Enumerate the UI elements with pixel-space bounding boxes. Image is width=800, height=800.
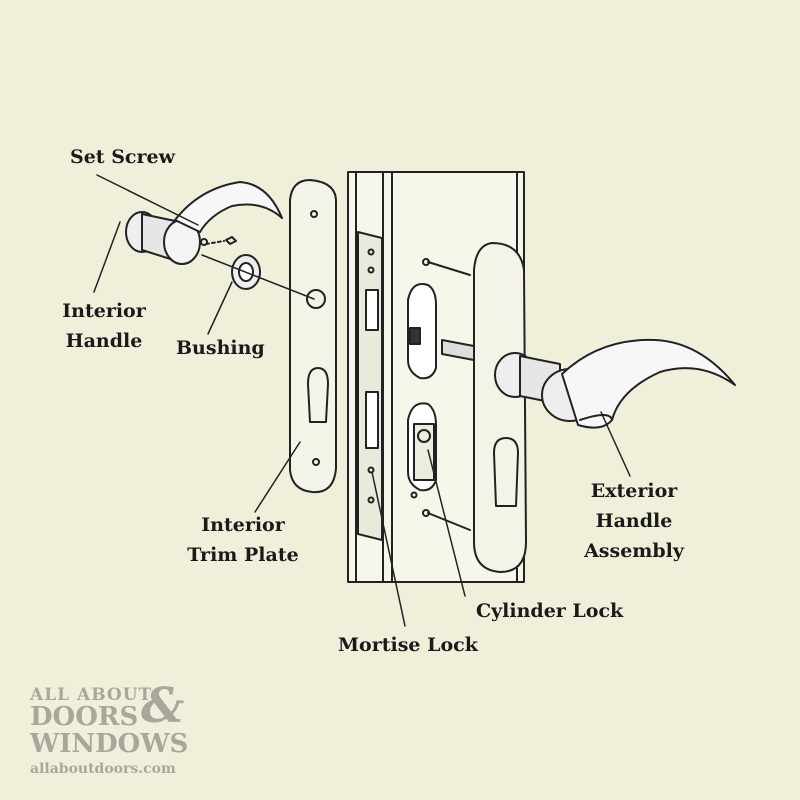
brand-line-windows: WINDOWS — [30, 729, 189, 759]
label-mortise-lock: Mortise Lock — [338, 634, 478, 656]
mortise-lock — [357, 231, 383, 541]
door-bores — [407, 258, 437, 517]
brand-line-doors: DOORS — [30, 702, 139, 732]
set-screw — [205, 236, 237, 245]
label-bushing: Bushing — [176, 337, 265, 359]
label-interior-handle: Interior Handle — [52, 296, 156, 356]
brand-watermark: ALL ABOUT DOORS & WINDOWS allaboutdoors.… — [30, 682, 200, 780]
leader-lines — [93, 174, 631, 627]
label-exterior-handle-assembly-line2: Handle — [595, 510, 673, 532]
brand-line-all-about: ALL ABOUT — [30, 685, 153, 705]
label-exterior-handle-assembly-line3: Assembly — [584, 540, 684, 562]
exterior-handle-assembly — [494, 338, 736, 429]
label-interior-handle-line2: Handle — [65, 330, 143, 352]
exterior-trim-plate — [473, 242, 527, 573]
brand-url: allaboutdoors.com — [30, 761, 176, 777]
interior-trim-plate — [289, 179, 337, 494]
label-interior-handle-line1: Interior — [62, 300, 146, 322]
label-cylinder-lock: Cylinder Lock — [476, 600, 624, 622]
label-interior-trim-plate-line1: Interior — [201, 514, 285, 536]
label-interior-trim-plate-line2: Trim Plate — [187, 544, 299, 566]
interior-handle — [125, 181, 283, 265]
label-exterior-handle-assembly-line1: Exterior — [590, 480, 678, 502]
label-interior-trim-plate: Interior Trim Plate — [176, 510, 310, 570]
label-exterior-handle-assembly: Exterior Handle Assembly — [572, 476, 696, 566]
brand-ampersand: & — [141, 678, 185, 734]
label-set-screw: Set Screw — [70, 146, 175, 168]
